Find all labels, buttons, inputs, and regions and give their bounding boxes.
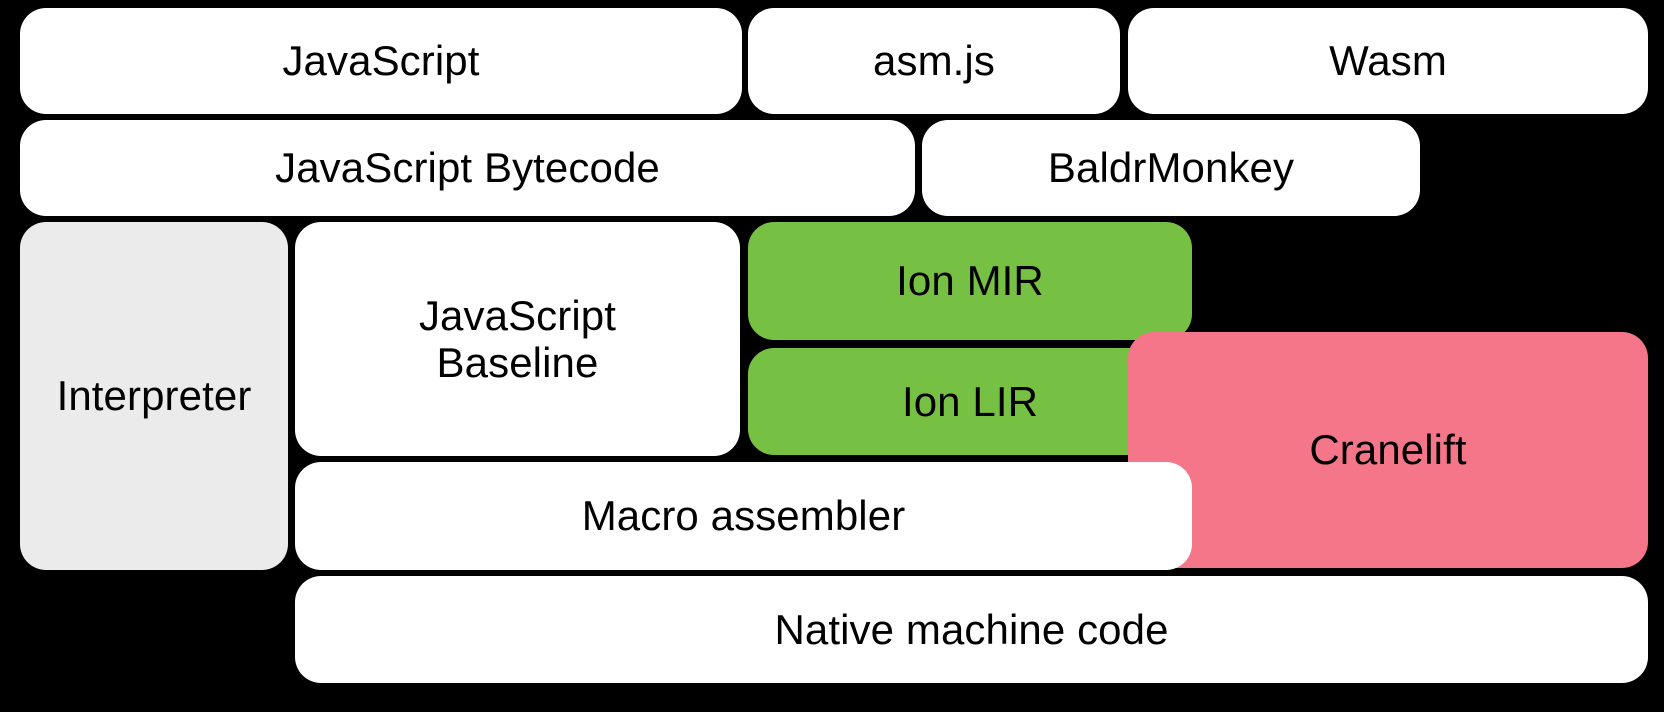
node-label-javascript-baseline: JavaScript Baseline bbox=[418, 291, 617, 386]
node-baldrmonkey: BaldrMonkey bbox=[922, 120, 1420, 216]
node-ion-mir: Ion MIR bbox=[748, 222, 1192, 340]
node-javascript-baseline: JavaScript Baseline bbox=[295, 222, 740, 456]
node-label-ion-mir: Ion MIR bbox=[896, 257, 1044, 305]
node-label-asm-js: asm.js bbox=[873, 37, 995, 85]
node-label-cranelift: Cranelift bbox=[1309, 426, 1467, 474]
node-ion-lir: Ion LIR bbox=[748, 348, 1192, 455]
node-label-javascript: JavaScript bbox=[282, 37, 480, 85]
node-macro-assembler: Macro assembler bbox=[295, 462, 1192, 570]
node-javascript-bytecode: JavaScript Bytecode bbox=[20, 120, 915, 216]
node-interpreter: Interpreter bbox=[20, 222, 288, 570]
node-label-interpreter: Interpreter bbox=[56, 372, 252, 420]
node-label-ion-lir: Ion LIR bbox=[901, 377, 1039, 425]
node-label-macro-assembler: Macro assembler bbox=[581, 492, 906, 540]
node-wasm: Wasm bbox=[1128, 8, 1648, 114]
node-native-machine-code: Native machine code bbox=[295, 576, 1648, 683]
node-label-javascript-bytecode: JavaScript Bytecode bbox=[275, 144, 660, 192]
node-label-wasm: Wasm bbox=[1329, 37, 1447, 85]
node-cranelift: Cranelift bbox=[1128, 332, 1648, 568]
node-label-baldrmonkey: BaldrMonkey bbox=[1047, 144, 1295, 192]
node-label-native-machine-code: Native machine code bbox=[774, 605, 1169, 653]
node-javascript: JavaScript bbox=[20, 8, 742, 114]
node-asm-js: asm.js bbox=[748, 8, 1120, 114]
